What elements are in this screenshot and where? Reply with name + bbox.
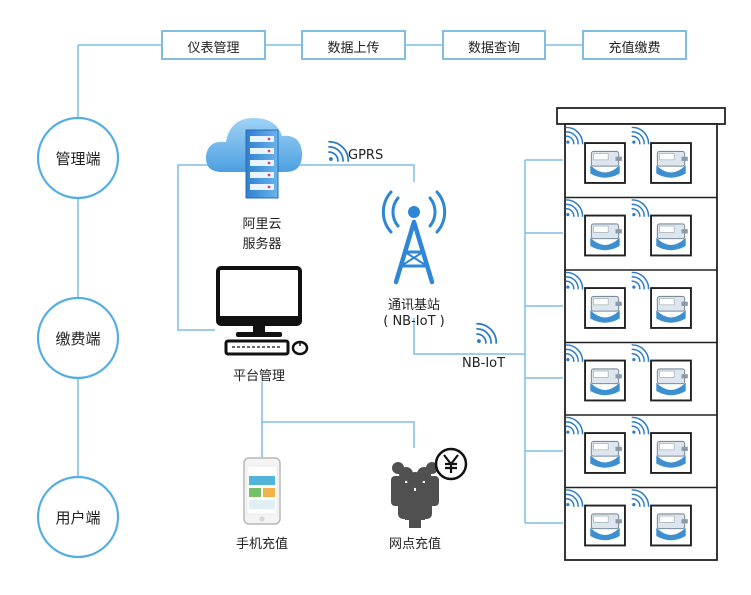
top-box-instrument-management bbox=[161, 30, 266, 60]
top-box-recharge-payment bbox=[582, 30, 687, 60]
side-label-user: 用户端 bbox=[55, 509, 101, 527]
top-bar bbox=[161, 30, 687, 60]
top-label-data-upload: 数据上传 bbox=[327, 41, 380, 56]
water-meter-icon bbox=[650, 504, 692, 547]
top-label-instrument-management: 仪表管理 bbox=[187, 41, 240, 56]
top-label-data-query: 数据查询 bbox=[467, 41, 520, 56]
tower-icon bbox=[381, 190, 447, 285]
water-meter-icon bbox=[584, 359, 626, 402]
water-meter-icon bbox=[584, 142, 626, 184]
platform-label: 平台管理 bbox=[232, 369, 285, 384]
mobile-recharge-label: 手机充值 bbox=[235, 537, 288, 552]
water-meter-icon bbox=[650, 359, 692, 402]
top-box-data-query bbox=[442, 30, 546, 60]
cloud-server-icon bbox=[205, 118, 303, 199]
gprs-label: GPRS bbox=[348, 148, 384, 163]
water-meter-icon bbox=[584, 432, 626, 474]
connector-lines bbox=[77, 44, 583, 524]
computer-icon bbox=[216, 266, 302, 356]
top-label-recharge-payment: 充值缴费 bbox=[608, 41, 661, 56]
circle-payment bbox=[36, 296, 120, 380]
base-station-label-line1: 通讯基站 bbox=[387, 298, 440, 313]
water-meter-icon bbox=[584, 504, 626, 547]
mouse-icon bbox=[291, 340, 309, 356]
side-circles bbox=[36, 116, 120, 559]
water-meter-icon bbox=[650, 214, 692, 257]
water-meter-icon bbox=[650, 142, 692, 184]
server-label-line1: 阿里云 bbox=[242, 217, 282, 232]
outlet-recharge-label: 网点充值 bbox=[388, 537, 441, 552]
building bbox=[556, 107, 726, 561]
side-label-management: 管理端 bbox=[55, 150, 101, 168]
water-meter-icon bbox=[584, 287, 626, 329]
water-meter-icon bbox=[650, 287, 692, 329]
water-meter-icon bbox=[650, 432, 692, 474]
phone-icon bbox=[243, 457, 281, 525]
side-label-payment: 缴费端 bbox=[55, 330, 101, 348]
circle-user bbox=[36, 475, 120, 559]
building-floors bbox=[564, 126, 717, 547]
people-yen-icon bbox=[391, 447, 468, 528]
water-meter-icon bbox=[584, 214, 626, 257]
circle-management bbox=[36, 116, 120, 200]
nbiot-label: NB-IoT bbox=[462, 356, 506, 371]
top-box-data-upload bbox=[301, 30, 406, 60]
nbiot-signal-icon bbox=[475, 322, 498, 345]
base-station-label-line2: ( NB-IoT ) bbox=[383, 314, 445, 329]
server-label-line2: 服务器 bbox=[242, 237, 282, 252]
gprs-signal-icon bbox=[327, 140, 350, 163]
